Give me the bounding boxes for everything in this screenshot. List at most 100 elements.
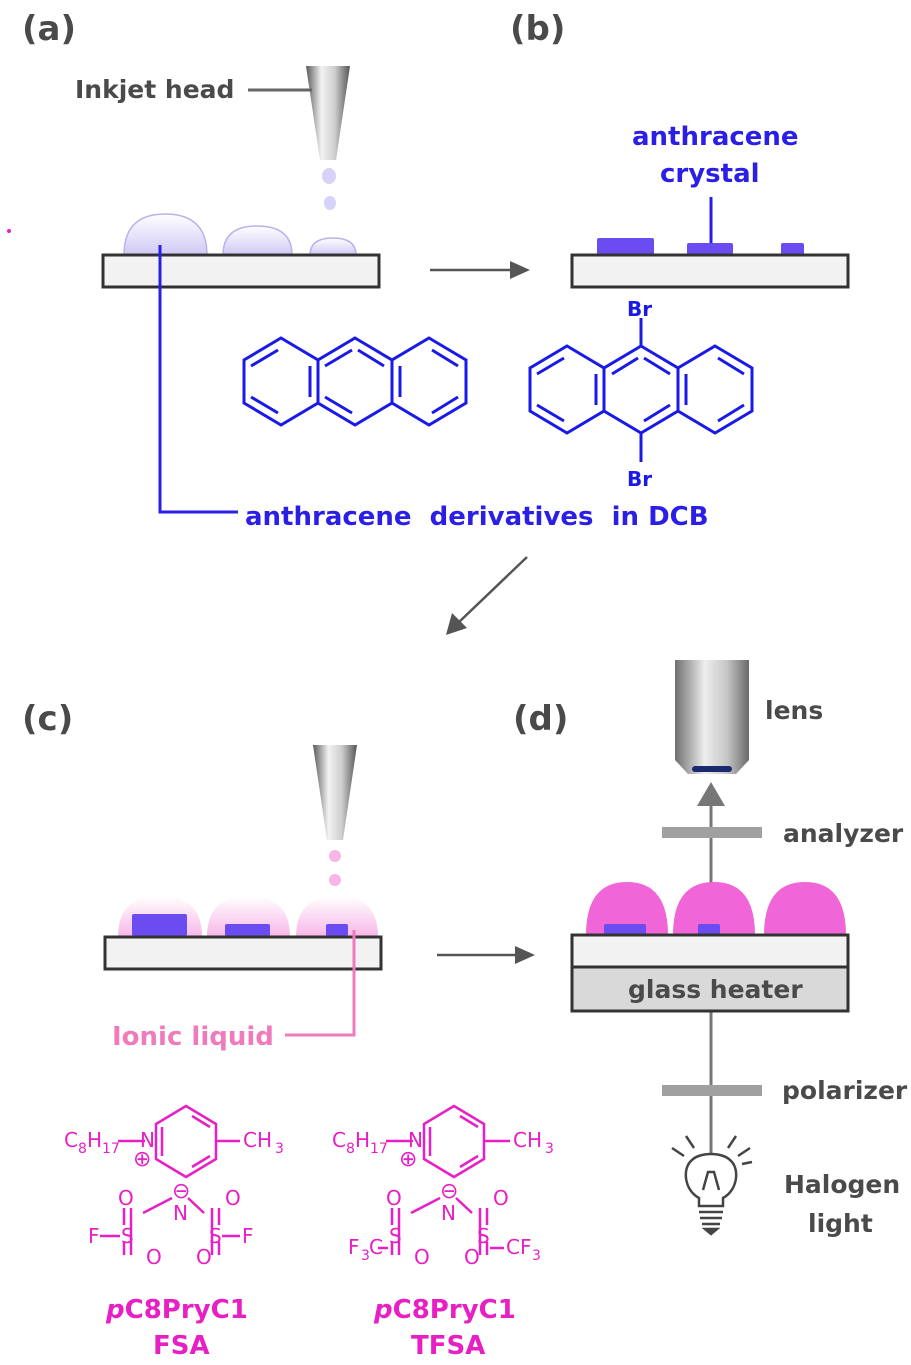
crystal-label-line1: anthracene	[632, 122, 799, 152]
arrow-right-icon	[437, 946, 535, 964]
falling-droplet	[329, 874, 341, 886]
positive-charge: ⊕	[399, 1147, 417, 1172]
anthracene-crystal	[225, 924, 270, 936]
panel-a-label: (a)	[22, 9, 76, 49]
glass-heater-label: glass heater	[628, 975, 803, 1004]
panel-c: (c) Ionic liquid	[22, 699, 383, 1052]
anthracene-crystal	[597, 238, 654, 255]
methyl: CH	[513, 1128, 542, 1152]
trifluoromethyl-sub: 3	[361, 1248, 370, 1264]
anion-name-tfsa: TFSA	[411, 1331, 485, 1361]
ionic-liquid-label: Ionic liquid	[112, 1022, 274, 1052]
heated-ionic-liquid-droplet	[764, 882, 846, 935]
dibromoanthracene-structure: Br Br	[528, 297, 754, 491]
solution-leader-line	[158, 245, 238, 514]
anthracene-crystal	[781, 243, 804, 255]
trifluoromethyl-sub: 3	[532, 1248, 541, 1264]
inkjet-nozzle-icon	[313, 745, 357, 840]
negative-charge: ⊖	[440, 1179, 458, 1204]
methyl: CH	[243, 1128, 272, 1152]
alkyl-h: H	[355, 1128, 370, 1152]
sulfur-2: S	[209, 1224, 222, 1248]
arrow-down-left-icon	[446, 556, 528, 635]
solution-droplet	[222, 225, 293, 256]
trifluoromethyl-c: C	[369, 1235, 383, 1259]
substrate-b	[570, 253, 850, 289]
ionic-liquid-molecule-tfsa: C 8 H 17 N CH 3 ⊕ ⊖ N S S O O O O F 3 C …	[332, 1104, 554, 1361]
stray-dot	[7, 229, 11, 233]
anthracene-crystal	[326, 924, 348, 936]
methyl-sub: 3	[545, 1141, 554, 1157]
fluorine: F	[88, 1224, 100, 1248]
ionic-liquid-leader-line	[285, 930, 356, 1037]
bromine-top: Br	[627, 297, 652, 321]
falling-droplet	[322, 168, 336, 184]
oxygen: O	[414, 1245, 430, 1269]
panel-d-label: (d)	[513, 699, 568, 739]
molecule-name-tfsa: pC8PryC1	[373, 1295, 516, 1325]
polarizer-label: polarizer	[782, 1076, 908, 1105]
arrow-right-icon	[430, 261, 530, 279]
panel-b-label: (b)	[510, 9, 565, 49]
anion-name-fsa: FSA	[153, 1331, 210, 1361]
imide-n: N	[441, 1201, 456, 1225]
heated-ionic-liquid-droplet	[586, 882, 668, 935]
oxygen: O	[196, 1245, 212, 1269]
substrate-a	[101, 253, 381, 289]
anthracene-crystal	[604, 924, 646, 935]
glass-heater	[570, 965, 850, 1013]
pyridinium-n: N	[140, 1128, 155, 1152]
analyzer-label: analyzer	[783, 819, 904, 848]
panel-a: (a) Inkjet head anthracene derivatives i…	[22, 9, 709, 532]
alkyl-sub-8: 8	[78, 1141, 87, 1157]
ionic-liquid-molecule-fsa: C 8 H 17 N CH 3 ⊕ ⊖ N S S O O O O F F pC…	[64, 1104, 284, 1361]
inkjet-nozzle-icon	[306, 66, 350, 160]
falling-droplet	[324, 196, 336, 210]
heated-ionic-liquid-droplet	[673, 882, 755, 935]
methyl-sub: 3	[275, 1141, 284, 1157]
anthracene-crystal	[687, 243, 733, 255]
crystal-label-line2: crystal	[660, 159, 760, 189]
oxygen: O	[225, 1186, 241, 1210]
fluorine: F	[242, 1224, 254, 1248]
pyridinium-n: N	[408, 1128, 423, 1152]
alkyl-sub-17: 17	[102, 1141, 120, 1157]
trifluoromethyl-cf: CF	[506, 1235, 531, 1259]
panel-c-label: (c)	[22, 699, 73, 739]
oxygen: O	[146, 1245, 162, 1269]
alkyl-sub-8: 8	[346, 1141, 355, 1157]
bromine-bottom: Br	[627, 467, 652, 491]
substrate-c	[103, 935, 383, 971]
alkyl-sub-17: 17	[370, 1141, 388, 1157]
ionic-liquid-droplet	[296, 896, 378, 937]
halogen-light-label-line1: Halogen	[784, 1170, 900, 1199]
solution-droplet	[123, 213, 208, 256]
oxygen: O	[464, 1245, 480, 1269]
sulfur-1: S	[121, 1224, 134, 1248]
alkyl-c: C	[64, 1128, 78, 1152]
falling-droplet	[329, 850, 341, 862]
anthracene-structure	[242, 336, 468, 427]
light-direction-arrow	[697, 782, 725, 806]
molecule-name-fsa: pC8PryC1	[105, 1295, 248, 1325]
panel-b: (b) anthracene crystal	[510, 9, 850, 289]
oxygen: O	[493, 1186, 509, 1210]
solution-label: anthracene derivatives in DCB	[245, 502, 709, 532]
halogen-light-label-line2: light	[808, 1209, 873, 1238]
anthracene-crystal	[132, 914, 187, 936]
oxygen: O	[118, 1186, 134, 1210]
lens-label: lens	[765, 696, 823, 725]
imide-n: N	[173, 1201, 188, 1225]
oxygen: O	[386, 1186, 402, 1210]
light-bulb-icon	[671, 1135, 753, 1236]
sulfur-1: S	[389, 1224, 402, 1248]
sulfur-2: S	[477, 1224, 490, 1248]
solution-droplet	[309, 237, 357, 256]
objective-lens-icon	[675, 660, 749, 774]
negative-charge: ⊖	[172, 1179, 190, 1204]
substrate-d	[570, 933, 850, 969]
alkyl-h: H	[87, 1128, 102, 1152]
positive-charge: ⊕	[133, 1147, 151, 1172]
polarizer-filter	[662, 1085, 762, 1096]
